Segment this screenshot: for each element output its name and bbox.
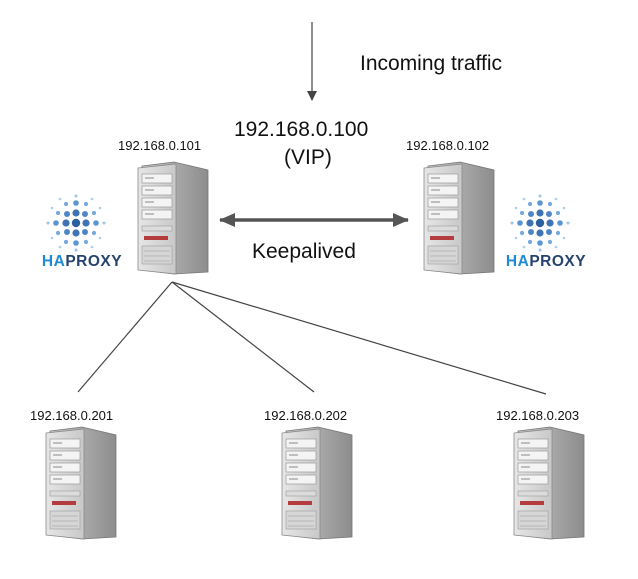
backend-3-ip: 192.168.0.203 bbox=[496, 408, 580, 423]
server-tower-icon bbox=[281, 426, 353, 540]
logo-ha-text: HA bbox=[505, 253, 530, 270]
keepalived-label: Keepalived bbox=[252, 240, 356, 263]
incoming-traffic-label: Incoming traffic bbox=[360, 52, 503, 75]
lb-secondary-ip: 192.168.0.102 bbox=[406, 138, 490, 153]
link-to-backend-1 bbox=[77, 281, 173, 393]
server-tower-icon bbox=[513, 426, 585, 540]
haproxy-logo-secondary: HAPROXY bbox=[500, 193, 592, 273]
link-to-backend-2 bbox=[171, 281, 315, 393]
haproxy-logo-icon bbox=[510, 194, 570, 252]
server-tower-icon bbox=[45, 426, 117, 540]
server-tower-icon bbox=[423, 161, 495, 275]
haproxy-logo-icon bbox=[46, 194, 106, 252]
vip-tag-label: (VIP) bbox=[284, 146, 332, 169]
link-to-backend-3 bbox=[171, 281, 547, 395]
server-tower-icon bbox=[137, 161, 209, 275]
haproxy-logo-wordmark: HAPROXY bbox=[500, 253, 592, 271]
backend-2-ip: 192.168.0.202 bbox=[264, 408, 348, 423]
haproxy-logo-primary: HAPROXY bbox=[36, 193, 128, 273]
logo-proxy-text: PROXY bbox=[529, 253, 587, 270]
vip-address-label: 192.168.0.100 bbox=[234, 118, 369, 141]
haproxy-logo-wordmark: HAPROXY bbox=[36, 253, 128, 271]
lb-primary-ip: 192.168.0.101 bbox=[118, 138, 202, 153]
backend-1-ip: 192.168.0.201 bbox=[30, 408, 114, 423]
logo-ha-text: HA bbox=[41, 253, 66, 270]
logo-proxy-text: PROXY bbox=[65, 253, 123, 270]
